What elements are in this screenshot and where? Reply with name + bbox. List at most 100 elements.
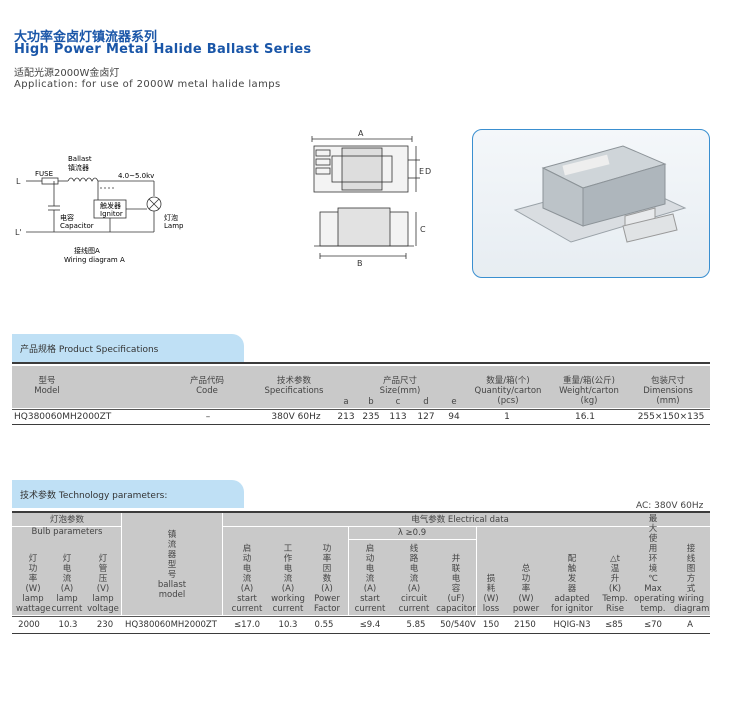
tech-cell-11: 2150 xyxy=(514,620,536,630)
spec-header-band xyxy=(12,366,710,408)
tech-col-header-line: 容 xyxy=(451,584,461,594)
dimension-drawing: A E D C B xyxy=(311,129,431,268)
tech-col-header-8: 并联电容(uF)capacitor xyxy=(436,554,476,614)
tech-col-header-line: power xyxy=(512,604,540,614)
tech-col-header-line: Max xyxy=(644,584,662,594)
tech-col-header-line: 器 xyxy=(167,550,177,560)
tech-col-header-line: 功 xyxy=(521,574,531,584)
tech-bottom-rule xyxy=(12,633,710,634)
spec-mid-rule xyxy=(12,409,710,410)
tech-col-header-line: 用 xyxy=(648,544,658,554)
tech-col-header-line: Rise xyxy=(606,604,624,614)
tech-col-header-line: circuit xyxy=(400,594,428,604)
tech-col-header-line: 接 xyxy=(686,544,696,554)
title-cn: 大功率金卤灯镇流器系列 xyxy=(14,30,158,45)
tech-col-header-line: 流 xyxy=(167,540,177,550)
tech-col-header-line: 压 xyxy=(98,574,108,584)
spec-size-c: 113 xyxy=(389,412,407,422)
tech-col-header-line: 触 xyxy=(567,564,577,574)
tech-col-header-line: diagram xyxy=(674,604,710,614)
tech-col-header-line: 方 xyxy=(686,574,696,584)
label-l-prime: L' xyxy=(15,228,22,237)
tech-col-header-line: 耗 xyxy=(486,584,496,594)
tech-col-header-line: operating xyxy=(634,594,676,604)
tech-col-header-line: 管 xyxy=(98,564,108,574)
product-photo xyxy=(472,129,710,278)
tech-col-header-line: start xyxy=(360,594,380,604)
capacitor-en-label: Capacitor xyxy=(60,222,94,230)
tech-col-header-line: 灯 xyxy=(28,554,38,564)
wiring-caption-cn: 接线图A xyxy=(74,246,100,255)
subtitle-en: Application: for use of 2000W metal hali… xyxy=(14,79,281,90)
tech-col-header-line: lamp xyxy=(56,594,78,604)
ballast-en-label: Ballast xyxy=(68,155,92,163)
tech-cell-10: 150 xyxy=(482,620,500,630)
spec-bottom-rule xyxy=(12,424,710,425)
tech-col-header-line: Factor xyxy=(313,604,341,614)
spec-size-e: 94 xyxy=(448,412,460,422)
tech-col-header-line: 启 xyxy=(242,544,252,554)
tech-col-header-line: 升 xyxy=(610,574,620,584)
tech-cell-3: HQ380060MH2000ZT xyxy=(125,620,217,630)
lamp-en-label: Lamp xyxy=(164,222,184,230)
tech-cell-6: 0.55 xyxy=(314,620,334,630)
voltage-label: 4.0~5.0kv xyxy=(118,172,154,180)
spec-size-a: 213 xyxy=(337,412,355,422)
tech-col-header-line: wattage xyxy=(16,604,51,614)
tech-col-header-line: 温 xyxy=(610,564,620,574)
fuse-label: FUSE xyxy=(35,170,53,178)
tech-col-header-line: current xyxy=(272,604,304,614)
ballast-cn-label: 镇流器 xyxy=(68,163,89,172)
tech-col-header-line: (A) xyxy=(407,584,421,594)
tech-col-header-line: 使 xyxy=(648,534,658,544)
tech-col-header-line: model xyxy=(158,590,186,600)
tech-col-header-line: 总 xyxy=(521,564,531,574)
tech-col-header-line: 电 xyxy=(242,564,252,574)
tech-col-header-line: 流 xyxy=(365,574,375,584)
tech-col-header-line: 率 xyxy=(521,584,531,594)
elec-group-header: 电气参数 Electrical data xyxy=(411,515,509,525)
tech-col-header-line: 电 xyxy=(409,564,419,574)
spec-top-rule xyxy=(12,362,710,364)
tech-cell-4: ≤17.0 xyxy=(233,620,261,630)
tech-col-header-line: 器 xyxy=(567,584,577,594)
spec-h-weight: 重量/箱(公斤)Weight/carton(kg) xyxy=(559,376,619,406)
tech-col-header-line: adapted xyxy=(554,594,590,604)
spec-tech: 380V 60Hz xyxy=(271,412,321,422)
tech-col-header-line: 动 xyxy=(242,554,252,564)
tech-col-header-line: 配 xyxy=(567,554,577,564)
dim-c-label: C xyxy=(420,225,426,234)
tech-col-header-line: 大 xyxy=(648,524,658,534)
tech-col-header-line: Power xyxy=(314,594,340,604)
tech-cell-9: 50/540V xyxy=(440,620,476,630)
tech-col-header-line: 环 xyxy=(648,554,658,564)
tech-cell-8: 5.85 xyxy=(406,620,426,630)
size-col-a: a xyxy=(343,397,349,407)
size-col-c: c xyxy=(395,397,401,407)
ignitor-en-label: Ignitor xyxy=(100,210,123,218)
tech-col-header-line: temp. xyxy=(640,604,666,614)
tech-col-header-line: (A) xyxy=(363,584,377,594)
size-col-b: b xyxy=(368,397,374,407)
spec-dims: 255×150×135 xyxy=(637,412,705,422)
tech-col-header-line: (A) xyxy=(281,584,295,594)
wiring-diagram: L L' FUSE Ballast 镇流器 4.0~5.0kv 触发器 Igni… xyxy=(15,155,184,264)
tech-col-header-line: voltage xyxy=(87,604,119,614)
tech-col-header-line: 灯 xyxy=(98,554,108,564)
subtitle-cn: 适配光源2000W金卤灯 xyxy=(14,68,120,79)
tech-col-header-line: 图 xyxy=(686,564,696,574)
tech-col-header-line: (A) xyxy=(240,584,254,594)
tech-col-header-line: 电 xyxy=(365,564,375,574)
lamp-cn-label: 灯泡 xyxy=(164,213,178,222)
tech-col-header-line: start xyxy=(237,594,257,604)
ignitor-cn-label: 触发器 xyxy=(100,201,121,210)
tech-col-header-line: Temp. xyxy=(602,594,628,604)
tech-cell-13: ≤85 xyxy=(605,620,623,630)
